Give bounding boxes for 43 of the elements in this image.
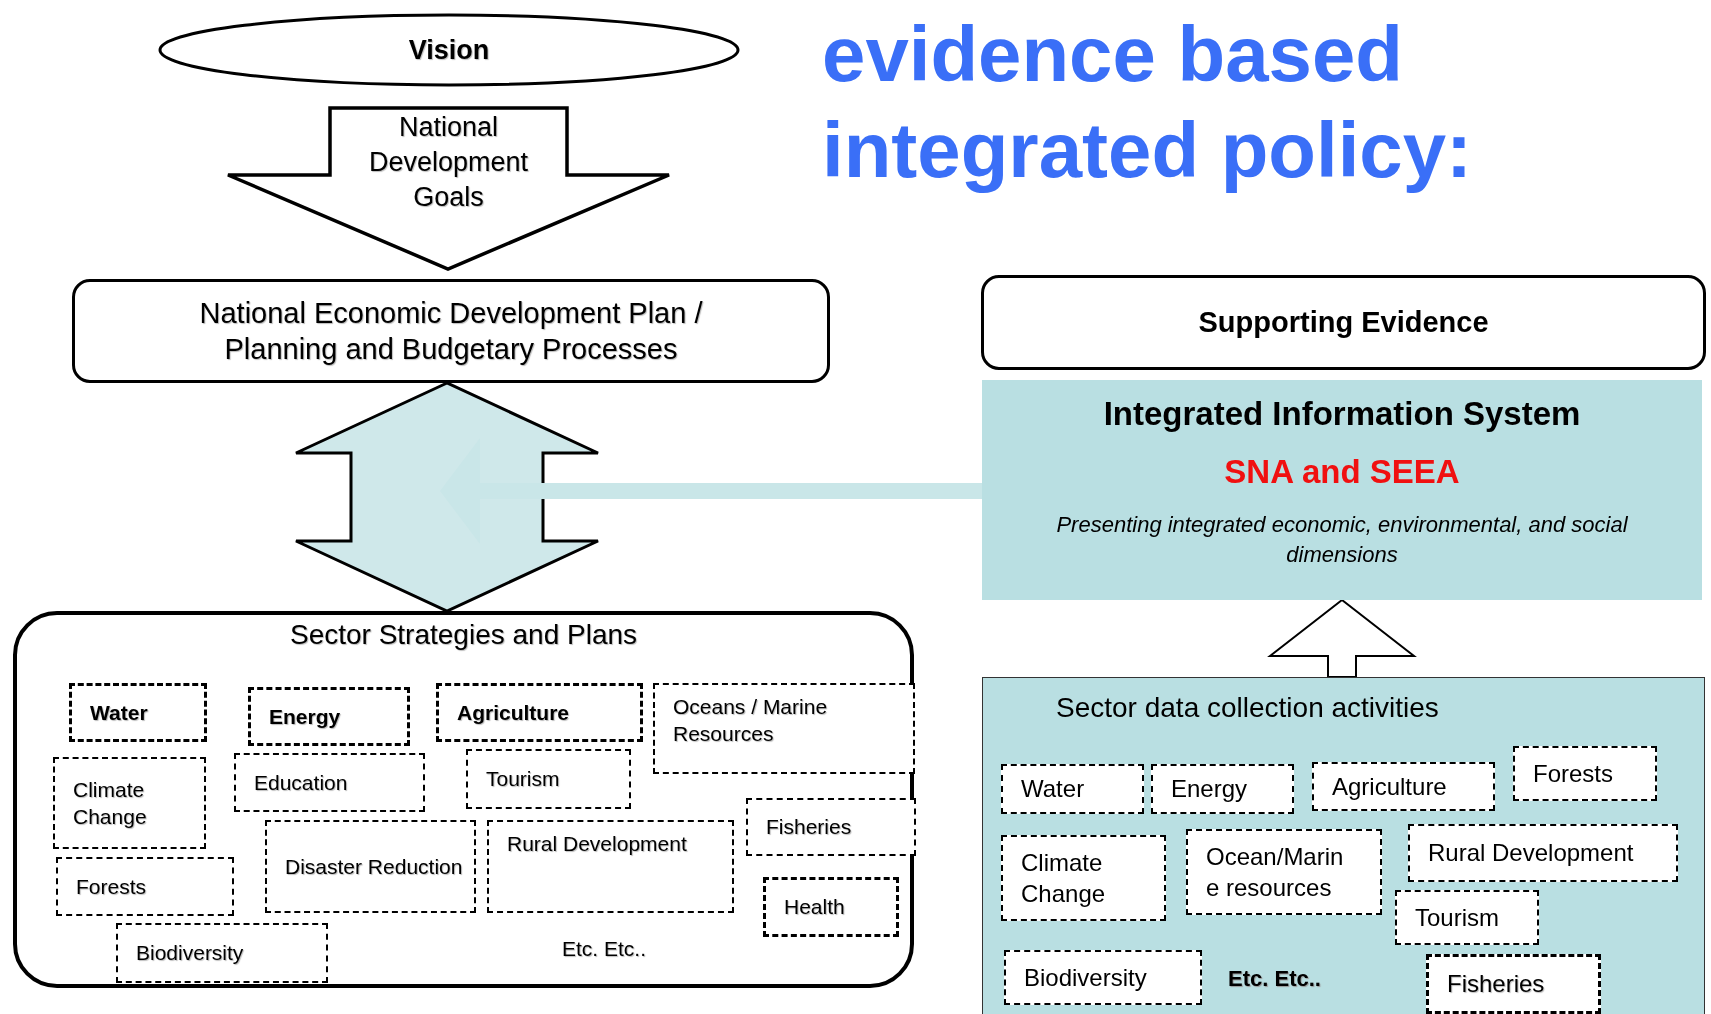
sector-box: Fisheries xyxy=(746,798,916,856)
node-label: Vision xyxy=(408,34,490,66)
sector-box: Education xyxy=(234,753,425,812)
sector-box: Climate Change xyxy=(53,757,206,849)
sector-box: Rural Development xyxy=(1408,824,1678,882)
sector-box: Energy xyxy=(248,687,410,746)
sector-box: Tourism xyxy=(1395,890,1539,945)
double-block-arrow xyxy=(294,381,600,613)
arrow xyxy=(440,438,982,544)
sector-box: Disaster Reduction xyxy=(265,820,476,913)
panel-heading: Integrated Information System xyxy=(1103,394,1581,434)
block-arrow xyxy=(1267,598,1417,678)
panel-heading: Sector Strategies and Plans xyxy=(288,619,639,651)
title: evidence based integrated policy: xyxy=(822,9,1474,196)
sector-box: Biodiversity xyxy=(1004,950,1202,1005)
sector-box: Health xyxy=(763,877,899,937)
sector-box: Forests xyxy=(1513,746,1657,801)
sector-box: Biodiversity xyxy=(116,923,328,983)
sector-box: Forests xyxy=(56,857,234,916)
sector-box: Rural Development xyxy=(487,820,734,913)
sector-panel xyxy=(13,611,914,988)
sector-box: Ocean/Marin e resources xyxy=(1186,829,1382,915)
sector-box: Agriculture xyxy=(436,683,643,742)
information-panel xyxy=(982,380,1702,600)
note-text: Etc. Etc.. xyxy=(562,937,647,961)
sector-box: Tourism xyxy=(466,749,631,809)
sector-box: Energy xyxy=(1151,764,1294,814)
sector-box: Agriculture xyxy=(1312,762,1495,811)
node-label: National Economic Development Plan / Planning and Budgetary Processes xyxy=(198,296,704,367)
plan-box xyxy=(72,279,830,383)
evidence-box xyxy=(981,275,1706,370)
sector-box: Water xyxy=(1001,764,1144,814)
note-text: Etc. Etc.. xyxy=(1228,966,1321,992)
sector-box: Water xyxy=(69,683,207,742)
sector-box: Fisheries xyxy=(1426,954,1601,1014)
node-label: National Development Goals xyxy=(367,111,530,214)
data-panel xyxy=(982,677,1705,1014)
panel-heading: Sector data collection activities xyxy=(1056,692,1439,724)
description-text: Presenting integrated economic, environmental, and social dimensions xyxy=(1055,511,1629,569)
sector-box: Climate Change xyxy=(1001,835,1166,921)
subheading: SNA and SEEA xyxy=(1224,452,1460,492)
node-label: Supporting Evidence xyxy=(1198,306,1489,339)
sector-box: Oceans / Marine Resources xyxy=(653,683,915,774)
